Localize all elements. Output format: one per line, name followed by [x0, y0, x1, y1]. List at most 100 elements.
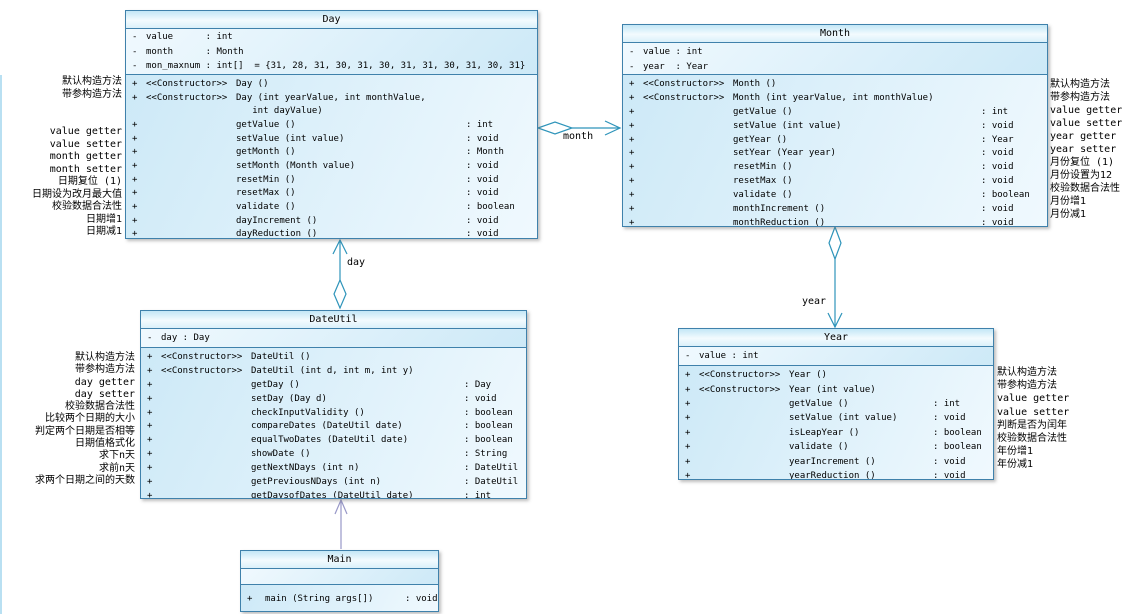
method-signature: showDate ()	[251, 449, 311, 460]
visibility-marker: +	[629, 190, 635, 201]
return-type: : boolean	[464, 407, 513, 418]
class-title: DateUtil	[141, 311, 526, 329]
association-label-day: day	[347, 257, 366, 268]
return-type: : void	[466, 133, 499, 144]
visibility-marker: +	[147, 463, 153, 474]
constructor-stereotype: <<Constructor>>	[146, 78, 228, 89]
return-type: : void	[466, 160, 499, 171]
return-type: : void	[466, 229, 499, 238]
method-signature: Month (int yearValue, int monthValue)	[733, 92, 934, 103]
note-line: year setter	[1050, 144, 1117, 155]
visibility-marker: +	[132, 229, 138, 238]
method-signature: Month ()	[733, 78, 777, 89]
method-signature: resetMin ()	[733, 162, 793, 173]
return-type: : boolean	[464, 421, 513, 432]
class-day[interactable]: Day -value : int-month : Month-mon_maxnu…	[125, 10, 538, 239]
attribute-text: month : Month	[146, 46, 244, 57]
method-row: + <<Constructor>> Month ()	[623, 77, 1047, 91]
visibility-marker: +	[685, 413, 691, 424]
class-year[interactable]: Year -value : int +<<Constructor>>Year (…	[678, 328, 994, 480]
constructor-stereotype: <<Constructor>>	[161, 351, 243, 362]
return-type: : void	[466, 188, 499, 199]
method-signature: Year ()	[789, 370, 827, 381]
constructor-stereotype: <<Constructor>>	[146, 92, 228, 103]
class-dateutil[interactable]: DateUtil -day : Day +<<Constructor>>Date…	[140, 310, 527, 499]
method-row: +monthIncrement (): void	[623, 202, 1047, 216]
method-row: +<<Constructor>>DateUtil (int d, int m, …	[141, 364, 526, 378]
note-line: month getter	[49, 151, 122, 162]
visibility-marker: -	[629, 61, 635, 72]
method-row: +resetMin (): void	[623, 160, 1047, 174]
method-signature: setYear (Year year)	[733, 148, 836, 159]
method-row: +setMonth (Month value): void	[126, 159, 537, 173]
return-type: : void	[405, 594, 438, 604]
return-type: : boolean	[933, 427, 982, 438]
visibility-marker: +	[147, 490, 153, 498]
aggregation-dateutil-day[interactable]	[332, 238, 348, 310]
method-row: +getValue (): int	[679, 397, 993, 411]
visibility-marker: +	[132, 119, 138, 130]
visibility-marker: +	[147, 421, 153, 432]
note-line	[0, 101, 122, 114]
method-signature: main (String args[])	[265, 594, 374, 604]
constructor-stereotype: <<Constructor>>	[643, 78, 725, 89]
visibility-marker: +	[132, 215, 138, 226]
constructor-stereotype: <<Constructor>>	[699, 370, 781, 381]
note-line: value getter	[49, 126, 122, 137]
return-type: : void	[981, 120, 1014, 131]
return-type: : void	[981, 203, 1014, 214]
note-line: 校验数据合法性	[1050, 183, 1120, 194]
aggregation-month-year[interactable]	[827, 225, 843, 329]
method-signature: getDay ()	[251, 379, 300, 390]
association-label-year: year	[802, 296, 827, 307]
open-arrowhead	[332, 238, 348, 255]
note-line: 月份减1	[1050, 209, 1087, 220]
attributes-compartment: -value : int	[679, 347, 993, 366]
method-signature: isLeapYear ()	[789, 427, 860, 438]
class-main[interactable]: Main +main (String args[]): void	[240, 550, 439, 612]
method-row: +setDay (Day d): void	[141, 392, 526, 406]
method-row: +getNextNDays (int n): DateUtil	[141, 461, 526, 475]
method-row: +getValue (): int	[126, 118, 537, 132]
note-line: 日期增1	[85, 213, 122, 225]
note-line: 带参构造方法	[75, 364, 135, 376]
method-signature: Day (int yearValue, int monthValue,	[236, 92, 426, 103]
visibility-marker: +	[629, 217, 635, 226]
method-signature: DateUtil (int d, int m, int y)	[251, 365, 414, 376]
method-row: +equalTwoDates (DateUtil date): boolean	[141, 433, 526, 447]
return-type: : String	[464, 449, 508, 460]
method-signature: Day ()	[236, 78, 269, 89]
return-type: : void	[981, 217, 1014, 226]
visibility-marker: +	[685, 442, 691, 453]
visibility-marker: +	[685, 456, 691, 467]
note-line: year getter	[1050, 131, 1117, 142]
class-month[interactable]: Month -value : int-year : Year +<<Constr…	[622, 24, 1048, 227]
method-signature: yearIncrement ()	[789, 456, 876, 467]
note-line: 求两个日期之间的天数	[35, 474, 135, 486]
method-row: +setValue (int value): void	[679, 411, 993, 425]
method-signature: checkInputValidity ()	[251, 407, 365, 418]
visibility-marker: +	[147, 476, 153, 487]
visibility-marker: +	[629, 78, 635, 89]
note-line: 求下n天	[98, 450, 135, 462]
association-main-dateutil[interactable]	[334, 498, 348, 549]
attribute-text: value : int	[699, 351, 759, 361]
note-line: 校验数据合法性	[997, 433, 1067, 445]
aggregation-diamond	[536, 121, 574, 135]
method-row: +setYear (Year year): void	[623, 146, 1047, 160]
note-line	[0, 114, 122, 127]
method-signature: compareDates (DateUtil date)	[251, 421, 403, 432]
visibility-marker: +	[629, 120, 635, 131]
visibility-marker: +	[132, 174, 138, 185]
aggregation-day-month[interactable]	[536, 120, 622, 136]
return-type: : Year	[981, 134, 1014, 145]
method-row: + compareDates (DateUtil date) : boolean	[141, 419, 526, 433]
method-signature: validate ()	[789, 442, 849, 453]
method-row: +getYear (): Year	[623, 133, 1047, 147]
method-signature: validate ()	[733, 190, 793, 201]
visibility-marker: +	[132, 202, 138, 213]
method-signature: DateUtil ()	[251, 351, 311, 362]
method-signature: getNextNDays (int n)	[251, 463, 360, 474]
